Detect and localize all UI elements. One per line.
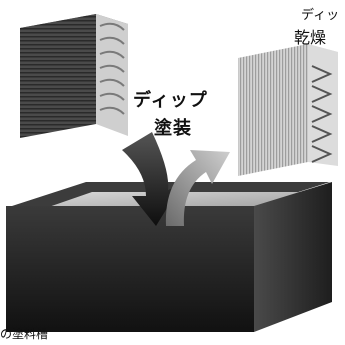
drying-label-2: 乾燥 (294, 28, 327, 47)
paint-tank (6, 182, 332, 332)
coated-coil (238, 44, 338, 176)
dip-coating-label: ディップ (133, 90, 208, 111)
raw-coil (20, 14, 128, 138)
tank-side (254, 182, 332, 332)
paint-tank-label: の塗料槽 (0, 327, 49, 341)
drying-label: ディッ (301, 8, 340, 23)
dip-coating-label-2: 塗装 (154, 118, 192, 139)
dip-arrow (122, 132, 182, 226)
tank-front (6, 206, 254, 332)
lift-arrow (165, 150, 230, 226)
